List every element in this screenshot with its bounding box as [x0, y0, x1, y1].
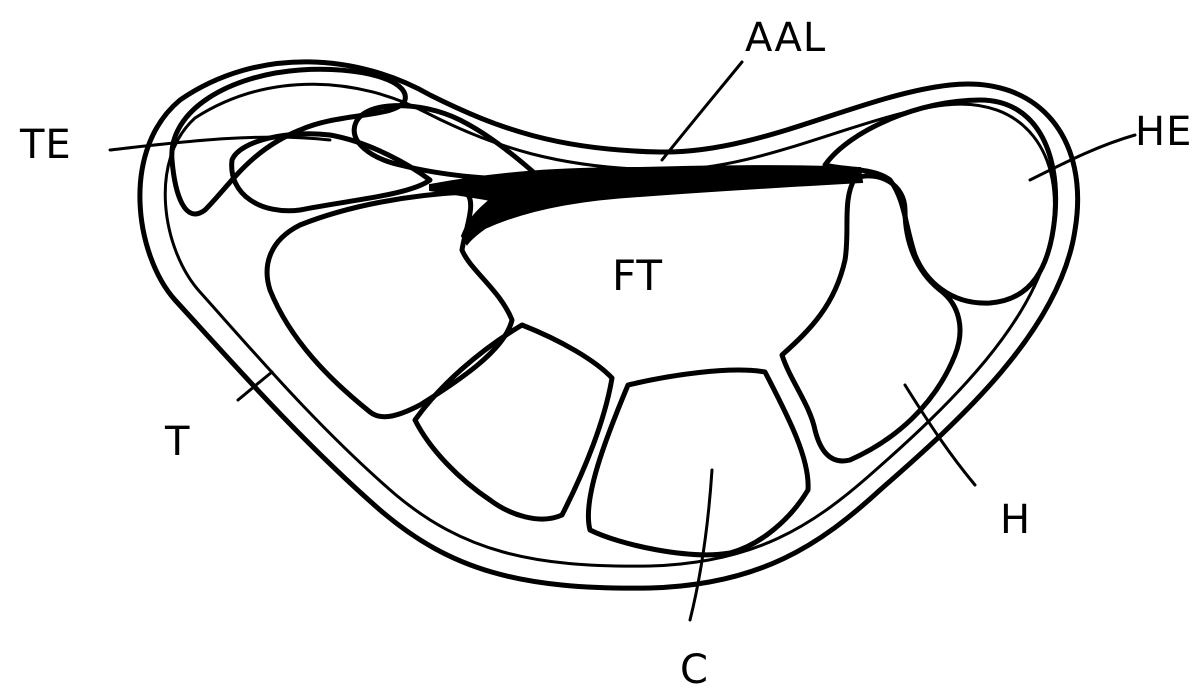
label-aal: AAL: [745, 18, 826, 58]
bone-c: [588, 370, 808, 555]
label-ft: FT: [612, 255, 663, 297]
leader-c: [690, 470, 712, 620]
label-t: T: [165, 422, 190, 462]
bone-middle-left: [415, 325, 612, 519]
outer-wall-inner-contour: [165, 84, 1054, 566]
leader-te: [110, 137, 330, 150]
te-bundle-lower: [354, 106, 540, 180]
label-te: TE: [20, 125, 72, 165]
label-c: C: [680, 650, 709, 690]
label-h: H: [1000, 500, 1031, 540]
he-bundle: [825, 100, 1056, 303]
aal-ligament: [430, 166, 862, 244]
label-he: HE: [1135, 112, 1192, 152]
